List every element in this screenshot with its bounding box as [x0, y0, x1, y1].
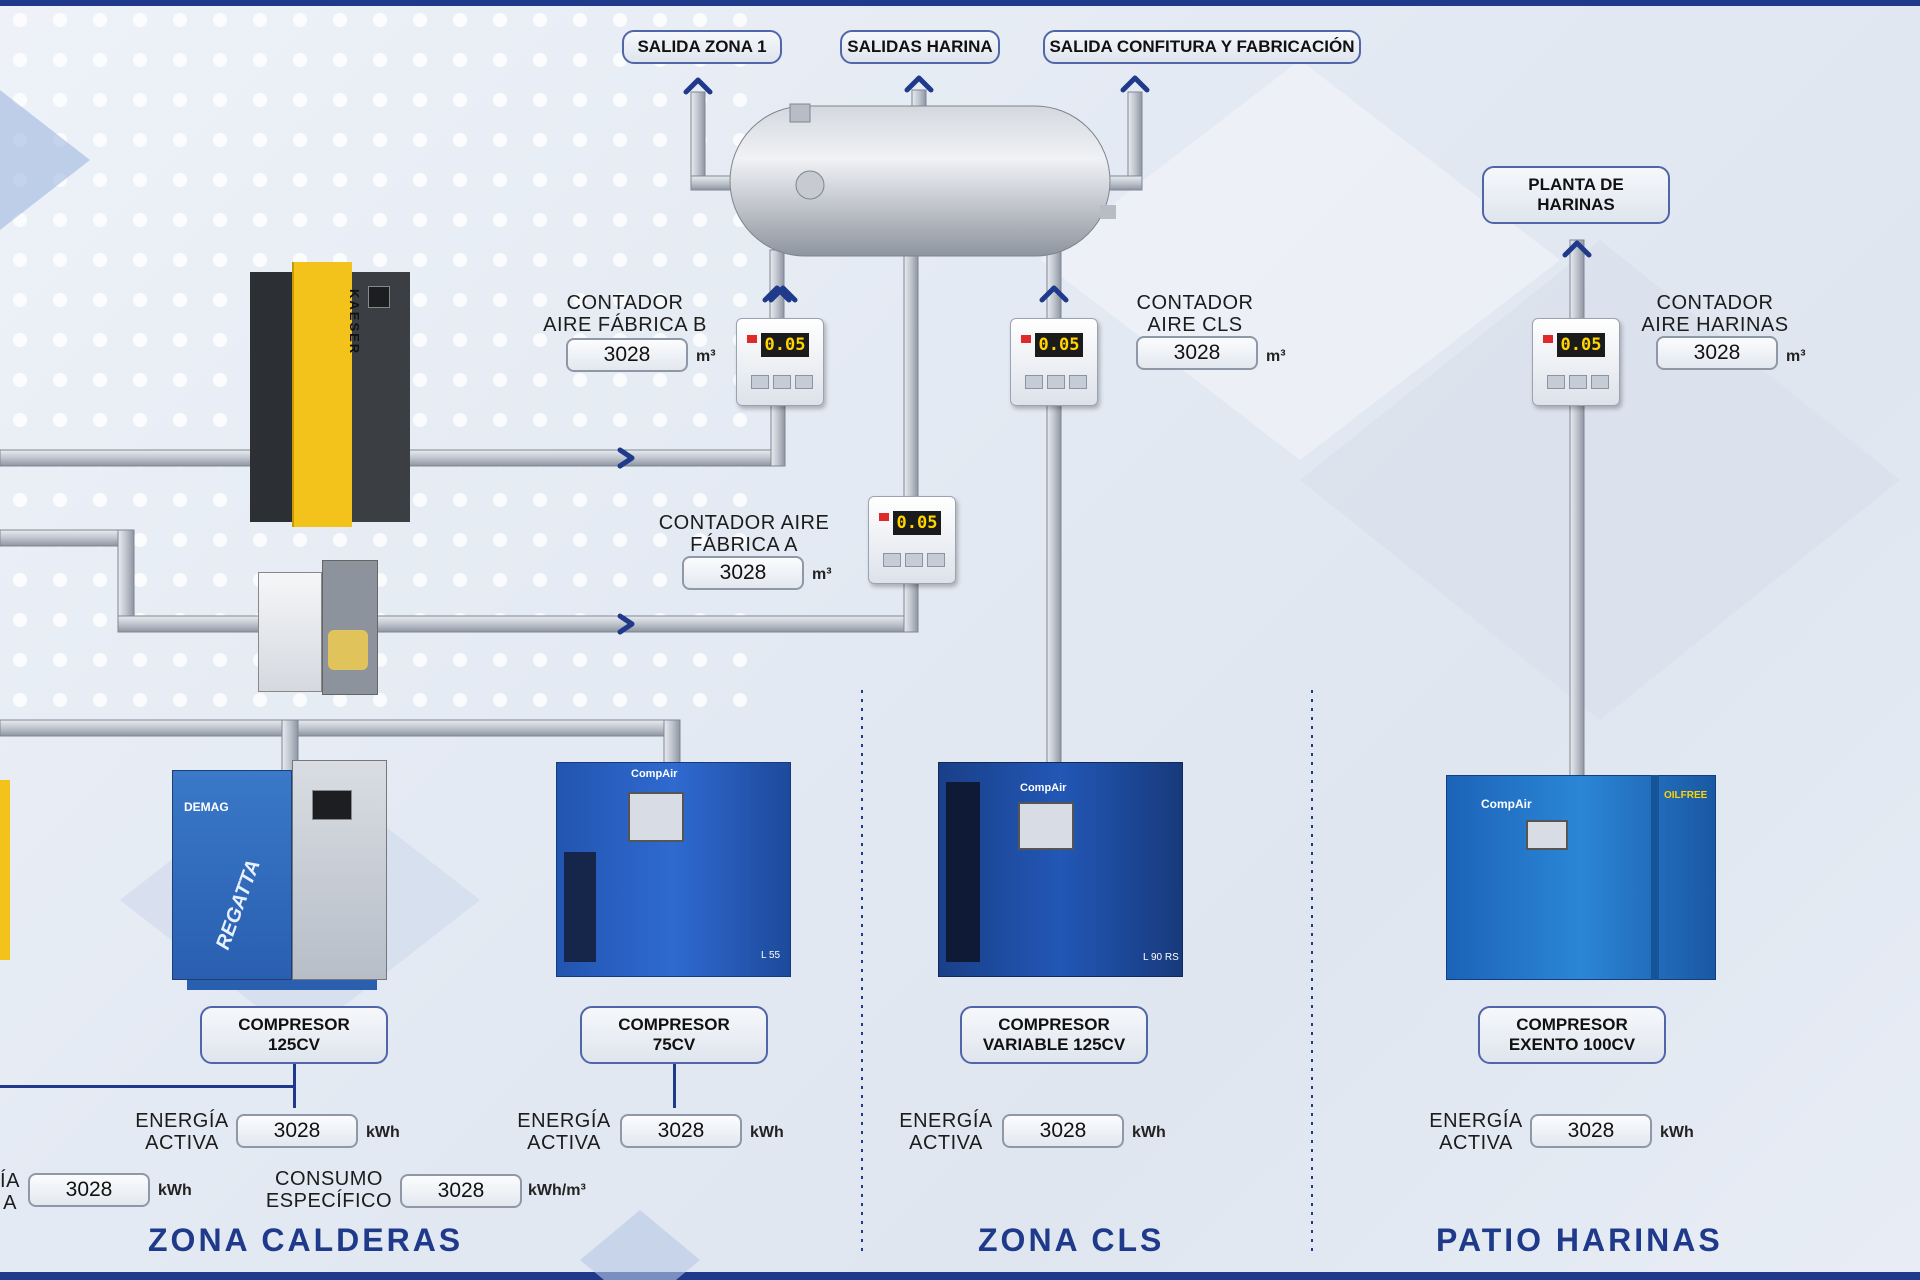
zone-patio-harinas: PATIO HARINAS [1436, 1222, 1723, 1258]
connector-line [0, 1085, 296, 1088]
value-consumo-especifico[interactable]: 3028 [400, 1174, 522, 1208]
label-energia-left-partial: ÍA A [0, 1170, 20, 1214]
meter-display: 0.05 [761, 333, 809, 357]
compair-oilfree-compressor: CompAir OILFREE [1446, 775, 1716, 987]
meter-harinas: 0.05 [1532, 318, 1620, 406]
unit-m3: m³ [1266, 348, 1286, 365]
zone-cls: ZONA CLS [978, 1222, 1165, 1258]
meter-cls: 0.05 [1010, 318, 1098, 406]
kaeser-compressor: KAESER [250, 262, 410, 532]
unit-m3: m³ [696, 348, 716, 365]
l90-model: L 90 RS [1143, 952, 1179, 963]
air-tank [729, 103, 1116, 257]
label-energia-125: ENERGÍA ACTIVA [135, 1110, 229, 1154]
value-energia-75[interactable]: 3028 [620, 1114, 742, 1148]
label-energia-harinas: ENERGÍA ACTIVA [1429, 1110, 1523, 1154]
label-energia-cls: ENERGÍA ACTIVA [899, 1110, 993, 1154]
unit-kwh: kWh [158, 1182, 192, 1199]
value-contador-fabrica-b[interactable]: 3028 [566, 338, 688, 372]
compair-logo: CompAir [1020, 782, 1067, 794]
unit-kwh: kWh [1132, 1124, 1166, 1141]
compair-logo: CompAir [631, 768, 678, 780]
value-energia-cls[interactable]: 3028 [1002, 1114, 1124, 1148]
value-energia-harinas[interactable]: 3028 [1530, 1114, 1652, 1148]
unit-kwh-m3: kWh/m³ [528, 1182, 586, 1199]
value-energia-left[interactable]: 3028 [28, 1173, 150, 1207]
meter-fabrica-a: 0.05 [868, 496, 956, 584]
label-contador-cls: CONTADOR AIRE CLS [1136, 292, 1254, 336]
outlet-salidas-harina[interactable]: SALIDAS HARINA [840, 30, 1000, 64]
outlet-planta-harinas[interactable]: PLANTA DE HARINAS [1482, 166, 1670, 224]
outlet-salida-confitura[interactable]: SALIDA CONFITURA Y FABRICACIÓN [1043, 30, 1361, 64]
value-contador-fabrica-a[interactable]: 3028 [682, 556, 804, 590]
label-consumo-especifico: CONSUMO ESPECÍFICO [265, 1168, 393, 1212]
bottom-bar [0, 1272, 1920, 1280]
value-energia-125[interactable]: 3028 [236, 1114, 358, 1148]
l55-model: L 55 [761, 950, 781, 961]
unit-kwh: kWh [1660, 1124, 1694, 1141]
value-contador-cls[interactable]: 3028 [1136, 336, 1258, 370]
top-bar [0, 0, 1920, 6]
compressor-75cv[interactable]: COMPRESOR 75CV [580, 1006, 768, 1064]
compressor-125cv[interactable]: COMPRESOR 125CV [200, 1006, 388, 1064]
value-contador-harinas[interactable]: 3028 [1656, 336, 1778, 370]
meter-display: 0.05 [1035, 333, 1083, 357]
compressor-variable-125cv[interactable]: COMPRESOR VARIABLE 125CV [960, 1006, 1148, 1064]
meter-display: 0.05 [1557, 333, 1605, 357]
demag-logo: DEMAG [184, 800, 229, 814]
compair-l55-compressor: CompAir L 55 [556, 762, 791, 982]
meter-fabrica-b: 0.05 [736, 318, 824, 406]
unit-m3: m³ [1786, 348, 1806, 365]
label-contador-fabrica-a: CONTADOR AIRE FÁBRICA A [658, 512, 830, 556]
unit-kwh: kWh [366, 1124, 400, 1141]
connector-line [673, 1064, 676, 1108]
demag-compressor: DEMAG REGATTA [172, 760, 387, 995]
unit-kwh: kWh [750, 1124, 784, 1141]
compair-logo: CompAir [1481, 797, 1532, 811]
unit-m3: m³ [812, 566, 832, 583]
meter-display: 0.05 [893, 511, 941, 535]
compressor-exento-100cv[interactable]: COMPRESOR EXENTO 100CV [1478, 1006, 1666, 1064]
left-partial-compressor [0, 780, 10, 960]
air-dryer [258, 560, 378, 700]
outlet-salida-zona1[interactable]: SALIDA ZONA 1 [622, 30, 782, 64]
label-contador-harinas: CONTADOR AIRE HARINAS [1641, 292, 1789, 336]
kaeser-logo: KAESER [347, 289, 362, 356]
zone-calderas: ZONA CALDERAS [148, 1222, 464, 1258]
label-contador-fabrica-b: CONTADOR AIRE FÁBRICA B [543, 292, 707, 336]
oilfree-logo: OILFREE [1664, 790, 1708, 801]
compair-l90-compressor: CompAir L 90 RS [938, 762, 1183, 980]
label-energia-75: ENERGÍA ACTIVA [517, 1110, 611, 1154]
